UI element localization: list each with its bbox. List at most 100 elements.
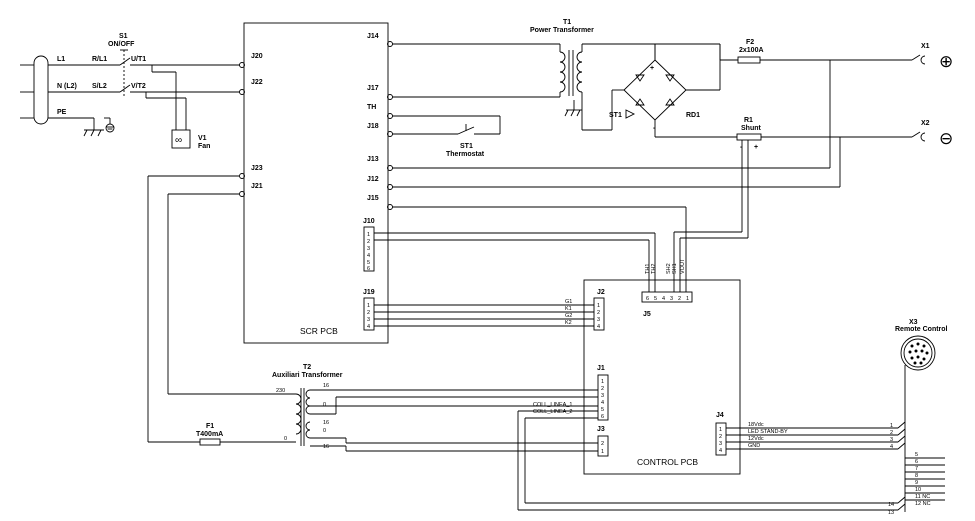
connector-j2: J2 1 2 3 4 G1 K1 G2 K2 — [565, 289, 605, 331]
svg-text:4: 4 — [601, 400, 604, 406]
svg-text:1: 1 — [597, 303, 600, 309]
f2-value: 2x100A — [739, 47, 764, 54]
connector-j10: J10 1 2 3 4 5 6 — [363, 218, 656, 292]
svg-text:13: 13 — [888, 510, 894, 516]
svg-text:G1: G1 — [565, 299, 572, 305]
svg-text:K2: K2 — [565, 320, 572, 326]
svg-text:2: 2 — [597, 310, 600, 316]
x2-negative-icon: ⊖ — [939, 129, 953, 148]
connector-j4: J4 1 2 3 4 18Vdc LED STAND-BY 12Vdc GND — [715, 412, 898, 456]
x2-ref: X2 — [921, 120, 930, 127]
svg-text:COLL_LINEA_1: COLL_LINEA_1 — [533, 402, 572, 408]
svg-text:4: 4 — [890, 444, 893, 450]
svg-text:6: 6 — [601, 414, 604, 420]
st1-name: Thermostat — [446, 151, 485, 158]
power-transformer-t1: T1 Power Transformer — [392, 19, 655, 131]
mains-pe-label: PE — [57, 109, 67, 116]
r1-ref: R1 — [744, 117, 753, 124]
svg-text:1: 1 — [890, 423, 893, 429]
f1-value: T400mA — [196, 431, 223, 438]
svg-text:4: 4 — [597, 324, 600, 330]
svg-text:230: 230 — [276, 388, 285, 394]
conn-j17: J17 — [367, 85, 379, 92]
svg-text:COLL_LINEA_2: COLL_LINEA_2 — [533, 409, 572, 415]
svg-text:VOUT: VOUT — [680, 258, 686, 274]
j10-label: J10 — [363, 218, 375, 225]
switch-name: ON/OFF — [108, 41, 135, 48]
connector-j19: J19 1 2 3 4 — [363, 289, 594, 331]
svg-text:5: 5 — [367, 260, 370, 266]
aux-transformer-t2: T2 Auxiliari Transformer 230 0 16 0 16 0… — [272, 364, 598, 452]
svg-text:6: 6 — [367, 266, 370, 272]
svg-text:10: 10 — [915, 487, 921, 493]
bridge-rectifier-rd1: + - RD1 ST1 — [609, 43, 737, 138]
output-x2: X2 ⊖ — [911, 120, 953, 148]
svg-text:1: 1 — [601, 449, 604, 455]
thermostat-st1: ST1 Thermostat — [392, 115, 501, 158]
x1-ref: X1 — [921, 43, 930, 50]
f1-ref: F1 — [206, 423, 214, 430]
t2-name: Auxiliari Transformer — [272, 372, 343, 379]
j5-label: J5 — [643, 311, 651, 318]
fan-ref: V1 — [198, 135, 207, 142]
j4-label: J4 — [716, 412, 724, 419]
svg-text:2: 2 — [367, 239, 370, 245]
svg-text:2: 2 — [367, 310, 370, 316]
t2-ref: T2 — [303, 364, 311, 371]
svg-text:4: 4 — [367, 324, 370, 330]
output-x1: X1 ⊕ — [911, 43, 953, 71]
connector-j3: J3 2 1 — [597, 426, 609, 457]
svg-text:2: 2 — [719, 434, 722, 440]
scr-pcb-board — [243, 22, 389, 344]
svg-text:16: 16 — [323, 420, 329, 426]
mains-n-label: N (L2) — [57, 83, 77, 90]
svg-text:5: 5 — [654, 296, 657, 302]
j3-label: J3 — [597, 426, 605, 433]
fan-icon — [171, 129, 191, 149]
scr-pcb-title: SCR PCB — [300, 326, 338, 336]
fuse-f1: F1 T400mA — [196, 423, 223, 446]
st1-ref: ST1 — [460, 143, 473, 150]
main-switch-s1: S1 ON/OFF R/L1 S/L2 U/T1 V/T2 — [92, 33, 240, 96]
svg-text:16: 16 — [323, 444, 329, 450]
svg-text:TH1: TH1 — [645, 264, 651, 274]
bridge-plus: + — [650, 65, 654, 72]
bridge-st1: ST1 — [609, 112, 622, 119]
svg-text:7: 7 — [915, 466, 918, 472]
svg-text:5: 5 — [915, 452, 918, 458]
svg-text:1: 1 — [367, 232, 370, 238]
conn-j22: J22 — [251, 79, 263, 86]
svg-text:SH1: SH1 — [672, 263, 678, 274]
svg-text:3: 3 — [890, 437, 893, 443]
conn-j18: J18 — [367, 123, 379, 130]
svg-text:16: 16 — [323, 383, 329, 389]
remote-connector-icon — [900, 335, 936, 371]
svg-text:18Vdc: 18Vdc — [748, 422, 764, 428]
x3-name: Remote Control — [895, 326, 948, 333]
svg-text:1: 1 — [719, 427, 722, 433]
x1-positive-icon: ⊕ — [939, 52, 953, 71]
svg-text:G2: G2 — [565, 313, 572, 319]
switch-ref: S1 — [119, 33, 128, 40]
fan-v1: ∞ V1 Fan — [145, 65, 210, 150]
control-pcb-title: CONTROL PCB — [637, 457, 698, 467]
control-pcb-board — [583, 279, 741, 475]
svg-text:GND: GND — [748, 443, 760, 449]
shunt-r1: R1 Shunt - + — [673, 117, 912, 292]
conn-j21: J21 — [251, 183, 263, 190]
svg-text:5: 5 — [601, 407, 604, 413]
svg-text:12Vdc: 12Vdc — [748, 436, 764, 442]
conn-j13: J13 — [367, 156, 379, 163]
svg-text:11 NC: 11 NC — [915, 494, 930, 500]
svg-text:0: 0 — [323, 402, 326, 408]
svg-text:14: 14 — [888, 502, 894, 508]
svg-text:TH2: TH2 — [651, 264, 657, 274]
x3-ref: X3 — [909, 319, 918, 326]
conn-j15: J15 — [367, 195, 379, 202]
svg-text:12 NC: 12 NC — [915, 501, 931, 507]
svg-text:4: 4 — [367, 253, 370, 259]
conn-j23: J23 — [251, 165, 263, 172]
svg-text:3: 3 — [670, 296, 673, 302]
connector-j1: J1 1 2 3 4 5 6 COLL_LINEA_1 COLL_LINEA_2 — [533, 365, 609, 421]
